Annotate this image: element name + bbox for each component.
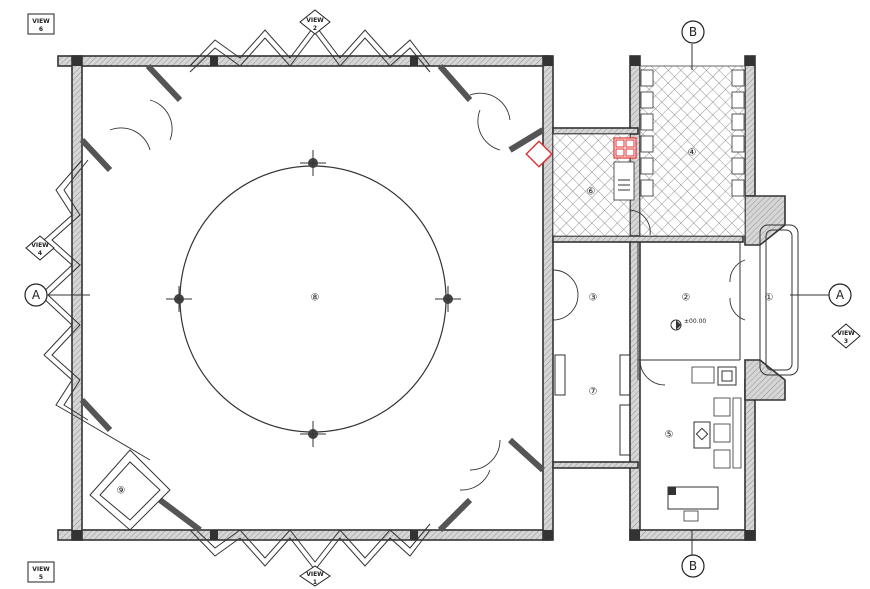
room-4-tiled-floor: [639, 65, 746, 237]
svg-text:VIEW: VIEW: [32, 18, 50, 25]
section-marker-a-left: A: [24, 283, 48, 307]
svg-text:VIEW: VIEW: [306, 571, 324, 578]
level-mark-text: ±00.00: [684, 318, 706, 325]
room-label-1: ①: [765, 293, 774, 304]
svg-text:1: 1: [313, 579, 317, 586]
section-lines: [48, 44, 830, 556]
section-marker-a-right: A: [828, 283, 852, 307]
room-labels: ① ② ③ ④ ⑤ ⑥ ⑦ ⑧ ⑨: [117, 148, 774, 497]
office-furniture: [667, 366, 742, 522]
dome-circle: [166, 150, 461, 447]
svg-text:VIEW: VIEW: [306, 17, 324, 24]
room-label-4: ④: [688, 148, 697, 159]
svg-text:B: B: [689, 25, 697, 39]
svg-text:A: A: [32, 288, 41, 302]
svg-text:4: 4: [38, 250, 42, 257]
svg-text:B: B: [689, 559, 697, 573]
room-label-5: ⑤: [665, 430, 674, 441]
room-label-7: ⑦: [589, 387, 598, 398]
view-marker-6: VIEW 6: [27, 13, 55, 35]
room-label-3: ③: [589, 293, 598, 304]
room-label-6: ⑥: [587, 187, 596, 198]
kitchen-fridge: [525, 140, 553, 168]
room-label-9: ⑨: [117, 486, 126, 497]
hall-doors: [109, 92, 511, 491]
svg-text:VIEW: VIEW: [837, 330, 855, 337]
svg-text:3: 3: [844, 338, 848, 345]
svg-text:5: 5: [39, 574, 43, 581]
svg-text:VIEW: VIEW: [31, 242, 49, 249]
structural-columns: [72, 56, 755, 540]
view-marker-3: VIEW 3: [831, 323, 861, 349]
svg-text:VIEW: VIEW: [32, 566, 50, 573]
svg-text:6: 6: [39, 26, 43, 33]
svg-text:2: 2: [313, 25, 317, 32]
room-label-2: ②: [682, 293, 691, 304]
kitchen-stove: [613, 137, 637, 201]
corridor-fixtures: [554, 354, 631, 456]
section-marker-b-bottom: B: [681, 554, 705, 578]
level-mark: ±00.00: [670, 318, 706, 331]
room-9-box: [81, 419, 171, 531]
room-6-tiled-floor: [552, 133, 631, 237]
section-marker-b-top: B: [681, 20, 705, 44]
corner-walls: [79, 63, 546, 533]
view-marker-4: VIEW 4: [25, 235, 55, 261]
washbasins-right: [731, 69, 745, 197]
view-marker-1: VIEW 1: [299, 565, 331, 587]
view-marker-2: VIEW 2: [299, 9, 331, 35]
svg-text:A: A: [836, 288, 845, 302]
annex-doors: [552, 209, 746, 386]
room-label-8: ⑧: [311, 293, 320, 304]
washbasins-left: [640, 69, 654, 197]
view-marker-5: VIEW 5: [27, 561, 55, 583]
